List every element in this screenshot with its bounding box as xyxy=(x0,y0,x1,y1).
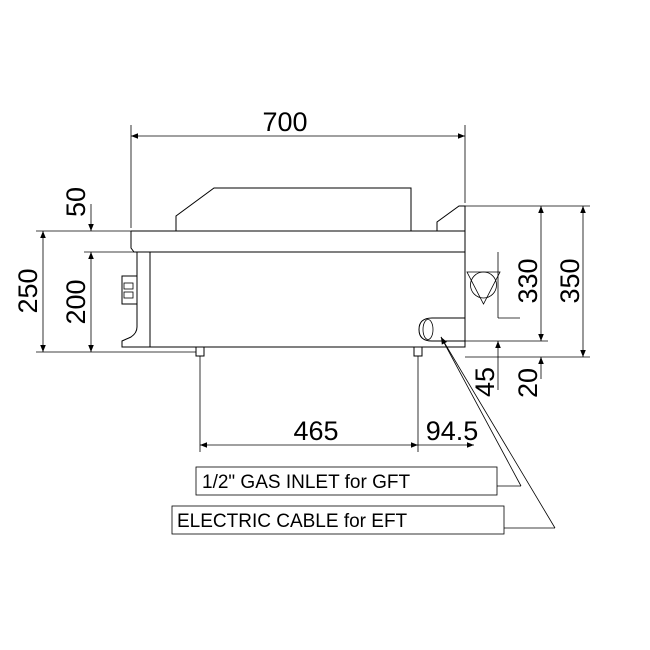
dimension-label-45: 45 xyxy=(470,367,500,397)
callout-electric-cable: ELECTRIC CABLE for EFT xyxy=(171,336,556,535)
dimension-label-700: 700 xyxy=(262,107,307,137)
callout-gas-inlet: 1/2" GAS INLET for GFT xyxy=(195,336,522,496)
callout-electric-cable-text: ELECTRIC CABLE for EFT xyxy=(177,511,408,532)
dimension-label-94-5: 94.5 xyxy=(426,416,479,446)
dimension-label-350: 350 xyxy=(555,258,585,303)
dimension-label-50: 50 xyxy=(61,187,91,217)
appliance-outline xyxy=(121,187,466,357)
dimension-label-330: 330 xyxy=(513,258,543,303)
dimension-label-465: 465 xyxy=(293,416,338,446)
dimension-bottom-group: 465 94.5 xyxy=(199,356,479,452)
dimension-width-700: 700 xyxy=(130,107,466,228)
gas-inlet-symbol xyxy=(466,271,501,305)
callout-gas-inlet-text: 1/2" GAS INLET for GFT xyxy=(202,472,410,493)
dimension-label-200: 200 xyxy=(61,279,91,324)
dimension-right-group: 350 330 20 45 xyxy=(465,205,590,398)
dimension-left-group: 250 200 50 xyxy=(13,187,196,353)
dimension-label-250: 250 xyxy=(13,268,43,313)
dimension-label-20: 20 xyxy=(513,368,543,398)
